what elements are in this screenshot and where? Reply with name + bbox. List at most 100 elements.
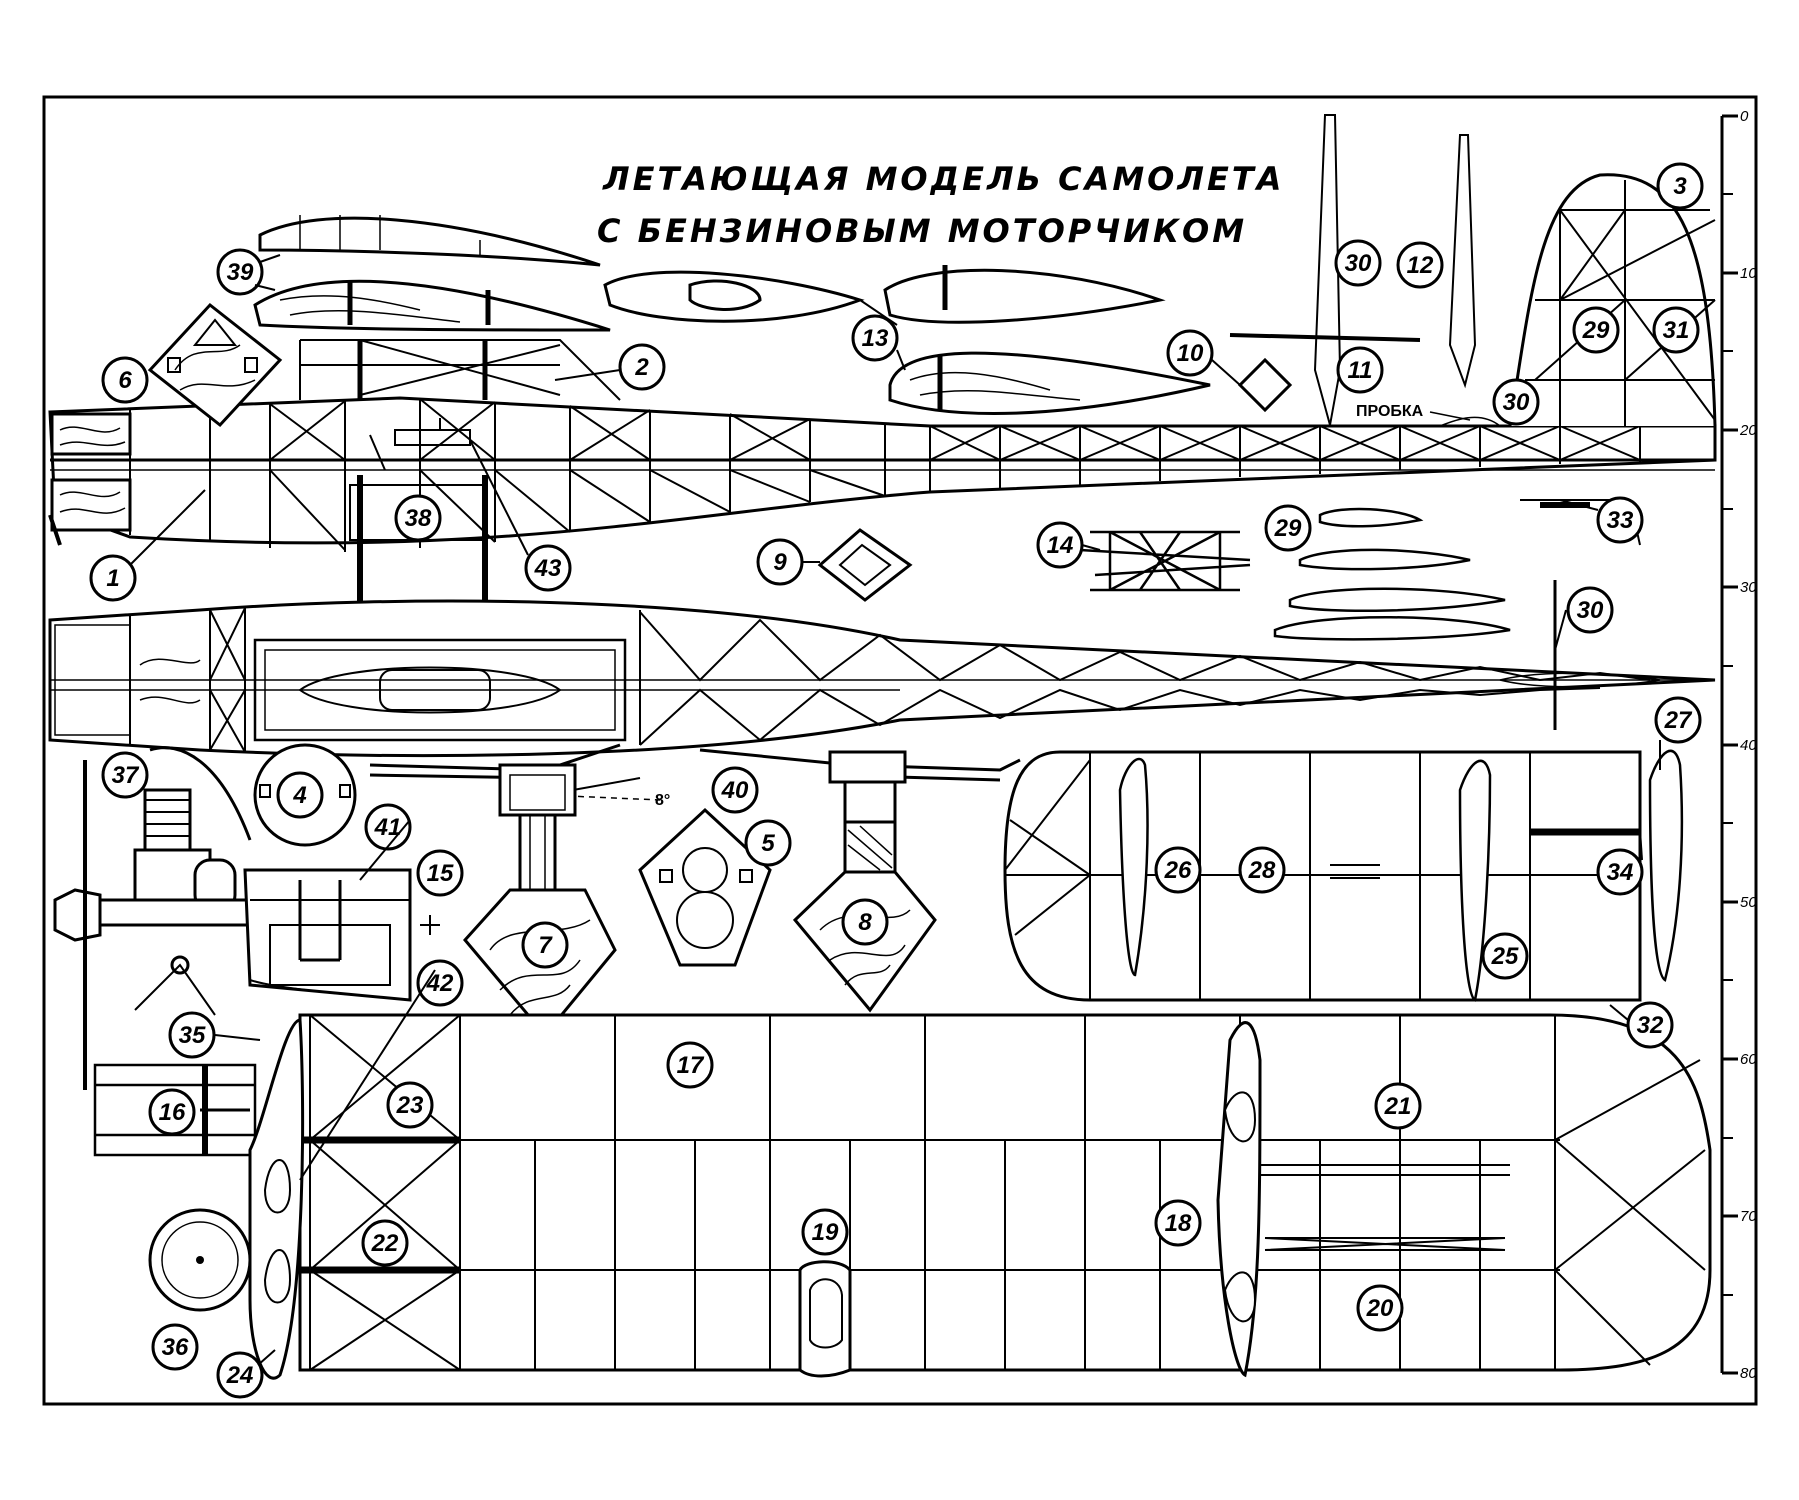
part-label-34: 34 [1596, 848, 1644, 896]
part-label-33: 33 [1596, 496, 1644, 544]
part-label-24: 24 [216, 1351, 264, 1399]
svg-text:30: 30 [1503, 389, 1530, 416]
part-label-30a: 30 [1334, 239, 1382, 287]
svg-text:28: 28 [1248, 857, 1276, 884]
svg-text:21: 21 [1384, 1093, 1412, 1120]
part-label-17: 17 [666, 1041, 714, 1089]
part-label-8: 8 [841, 898, 889, 946]
part-label-37: 37 [101, 751, 149, 799]
svg-text:17: 17 [677, 1052, 705, 1079]
svg-text:35: 35 [179, 1022, 206, 1049]
probka-label: ПРОБКА [1356, 403, 1424, 420]
part-label-6: 6 [101, 356, 149, 404]
svg-text:30: 30 [1345, 250, 1372, 277]
svg-text:4: 4 [292, 782, 306, 809]
part-label-40: 40 [711, 766, 759, 814]
part-6-former [147, 302, 283, 428]
part-label-11: 11 [1336, 346, 1384, 394]
svg-text:32: 32 [1637, 1012, 1664, 1039]
scale-tick-0: 0 [1740, 108, 1749, 125]
part-label-30b: 30 [1492, 378, 1540, 426]
svg-text:11: 11 [1348, 357, 1373, 384]
scale-tick-30: 30 [1740, 579, 1757, 596]
part-label-26: 26 [1154, 846, 1202, 894]
svg-text:19: 19 [812, 1219, 839, 1246]
part-label-21: 21 [1374, 1082, 1422, 1130]
part-label-38: 38 [394, 494, 442, 542]
part-14-frame [1079, 530, 1251, 592]
scale-tick-40: 40 [1740, 737, 1757, 754]
svg-text:38: 38 [405, 505, 432, 532]
svg-text:31: 31 [1663, 317, 1690, 344]
svg-text:3: 3 [1673, 173, 1687, 200]
svg-text:23: 23 [396, 1092, 424, 1119]
engine-assembly [53, 746, 272, 1090]
svg-text:37: 37 [112, 762, 140, 789]
part-label-43: 43 [524, 544, 572, 592]
part-label-5: 5 [744, 819, 792, 867]
part-label-35: 35 [168, 1011, 216, 1059]
part-label-15: 15 [416, 849, 464, 897]
svg-text:27: 27 [1664, 707, 1693, 734]
fuel-tank-box [243, 868, 440, 1002]
part-label-1: 1 [89, 554, 137, 602]
part-29-rib-set [1273, 507, 1511, 641]
part-label-31: 31 [1652, 306, 1700, 354]
part-10 [1237, 357, 1293, 413]
svg-text:20: 20 [1366, 1295, 1394, 1322]
leader-lines [214, 254, 1661, 1366]
part-9-former [817, 528, 913, 602]
scale-tick-50: 50 [1740, 894, 1757, 911]
part-label-29a: 29 [1572, 306, 1620, 354]
svg-text:24: 24 [226, 1362, 254, 1389]
part-label-22: 22 [361, 1219, 409, 1267]
svg-text:7: 7 [538, 932, 553, 959]
wing-ribs [248, 1018, 1262, 1380]
wheel-36 [148, 1208, 252, 1312]
part-label-29b: 29 [1264, 504, 1312, 552]
part-label-9: 9 [756, 538, 804, 586]
svg-text:13: 13 [862, 325, 889, 352]
tail-plane [1003, 750, 1642, 1002]
fuselage-side-view [48, 173, 1717, 660]
svg-text:8: 8 [858, 909, 872, 936]
svg-text:2: 2 [634, 354, 649, 381]
part-label-18: 18 [1154, 1199, 1202, 1247]
drawing-frame [42, 95, 1758, 1406]
svg-text:15: 15 [427, 860, 454, 887]
part-label-10: 10 [1166, 329, 1214, 377]
svg-text:1: 1 [106, 565, 119, 592]
title-line-1: ЛЕТАЮЩАЯ МОДЕЛЬ САМОЛЕТА [602, 160, 1284, 198]
svg-text:43: 43 [534, 555, 562, 582]
scale-tick-20: 20 [1739, 422, 1757, 439]
part-label-39: 39 [216, 248, 264, 296]
svg-text:18: 18 [1165, 1210, 1192, 1237]
svg-text:42: 42 [426, 970, 454, 997]
tail-ribs [1118, 749, 1684, 1002]
part-label-12: 12 [1396, 241, 1444, 289]
part-label-30c: 30 [1566, 586, 1614, 634]
part-label-2: 2 [618, 343, 666, 391]
svg-text:29: 29 [1582, 317, 1610, 344]
scale-bar [1720, 114, 1738, 1375]
part-label-25: 25 [1481, 932, 1529, 980]
part-label-32: 32 [1626, 1001, 1674, 1049]
svg-text:14: 14 [1047, 532, 1074, 559]
part-labels: 1 2 3 4 5 6 7 8 9 10 11 12 13 14 15 16 1… [89, 162, 1704, 1399]
svg-text:39: 39 [227, 259, 254, 286]
part-5-former [638, 807, 772, 967]
part-label-23: 23 [386, 1081, 434, 1129]
part-label-16: 16 [148, 1088, 196, 1136]
part-13-ribs [603, 265, 1211, 416]
svg-text:34: 34 [1607, 859, 1634, 886]
part-7-former [463, 763, 617, 1038]
scale-tick-labels: 0 10 20 30 40 50 60 70 80 [1739, 108, 1757, 1382]
scale-tick-60: 60 [1740, 1051, 1757, 1068]
part-label-20: 20 [1356, 1284, 1404, 1332]
scale-tick-70: 70 [1740, 1208, 1757, 1225]
scale-tick-10: 10 [1740, 265, 1757, 282]
svg-text:16: 16 [159, 1099, 186, 1126]
title-line-2: С БЕНЗИНОВЫМ МОТОРЧИКОМ [597, 212, 1247, 250]
svg-text:22: 22 [371, 1230, 399, 1257]
